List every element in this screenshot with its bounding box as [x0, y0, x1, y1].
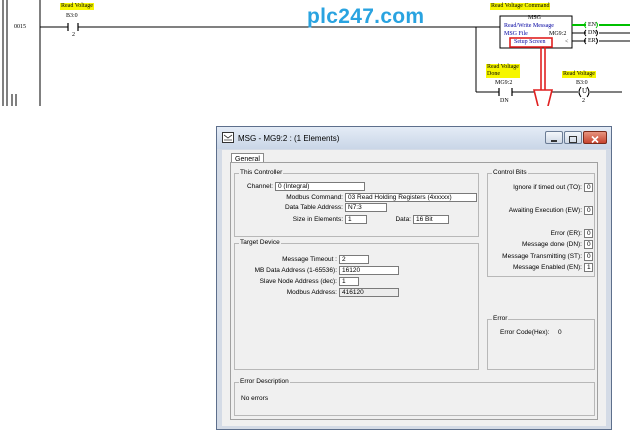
coil-address: B3:0: [576, 80, 588, 86]
message-done-field: 0: [584, 240, 593, 249]
ignore-timeout-field: 0: [584, 183, 593, 192]
error-description-group: Error Description No errors: [234, 378, 595, 416]
msg-app-icon: [222, 132, 234, 143]
dialog-title: MSG - MG9:2 : (1 Elements): [238, 134, 340, 143]
this-controller-group: This Controller Channel: 0 (Integral) Mo…: [234, 169, 479, 237]
modbus-address-label: Modbus Address:: [286, 289, 337, 296]
message-enabled-label: Message Enabled (EN):: [512, 264, 582, 271]
channel-field[interactable]: 0 (Integral): [275, 182, 365, 191]
error-code-value: 0: [558, 329, 562, 336]
output-dn: DN: [588, 30, 597, 36]
setup-screen-link[interactable]: Setup Screen: [514, 39, 546, 45]
output-er: ER: [588, 38, 596, 44]
size-label: Size in Elements:: [292, 216, 343, 223]
data-table-field[interactable]: N7:3: [345, 203, 387, 212]
error-title: Error: [492, 315, 509, 323]
contact-bit: 2: [72, 32, 75, 38]
message-transmitting-field: 0: [584, 252, 593, 261]
maximize-button[interactable]: [564, 131, 582, 144]
target-device-group: Target Device Message Timeout : 2 MB Dat…: [234, 239, 479, 370]
message-enabled-field: 1: [584, 263, 593, 272]
awaiting-execution-label: Awaiting Execution (EW):: [508, 207, 582, 214]
contact-label: Read Voltage: [60, 3, 94, 10]
setup-marker: <: [565, 39, 569, 45]
data-table-label: Data Table Address:: [284, 204, 343, 211]
done-contact-label: Read Voltage Done: [486, 64, 520, 78]
error-code-label: Error Code(Hex):: [500, 329, 550, 336]
msg-subtitle: Read/Write Message: [504, 23, 554, 29]
message-done-label: Message done (DN):: [522, 241, 582, 248]
coil-bit: 2: [582, 98, 585, 104]
ladder-rung-view: 0015 Read Voltage B3:0 2 plc247.com Read…: [0, 0, 634, 106]
error-description-title: Error Description: [239, 378, 290, 386]
slave-node-field[interactable]: 1: [339, 277, 359, 286]
msg-title: MSG: [528, 15, 542, 21]
error-description-text: No errors: [241, 395, 269, 402]
watermark: plc247.com: [307, 5, 425, 28]
modbus-command-field[interactable]: 03 Read Holding Registers (4xxxxx): [345, 193, 477, 202]
msg-file-label: MSG File: [504, 31, 528, 37]
dialog-body: General This Controller Channel: 0 (Inte…: [222, 150, 606, 426]
minimize-button[interactable]: [545, 131, 563, 144]
output-en: EN: [588, 22, 596, 28]
data-size-label: Data:: [395, 216, 411, 223]
maximize-icon: [569, 136, 577, 143]
close-icon: [591, 135, 599, 144]
modbus-address-field: 416120: [339, 288, 399, 297]
control-bits-title: Control Bits: [492, 169, 528, 177]
size-field[interactable]: 1: [345, 215, 367, 224]
ignore-timeout-label: Ignore if timed out (TO):: [513, 184, 582, 191]
awaiting-execution-field: 0: [584, 206, 593, 215]
message-timeout-field[interactable]: 2: [339, 255, 369, 264]
dialog-titlebar[interactable]: MSG - MG9:2 : (1 Elements): [217, 127, 611, 149]
error-bit-label: Error (ER):: [550, 230, 582, 237]
modbus-command-label: Modbus Command:: [286, 194, 343, 201]
msg-dialog-window: MSG - MG9:2 : (1 Elements) General This …: [216, 126, 612, 430]
message-transmitting-label: Message Transmitting (ST):: [502, 253, 582, 260]
this-controller-title: This Controller: [239, 169, 284, 177]
msg-label: Read Voltage Command: [490, 3, 551, 10]
contact-address: B3:0: [66, 13, 78, 19]
slave-node-label: Slave Node Address (dec):: [259, 278, 337, 285]
coil-symbol: U: [582, 87, 588, 95]
target-device-title: Target Device: [239, 239, 281, 247]
error-group: Error Error Code(Hex): 0: [487, 315, 595, 370]
message-timeout-label: Message Timeout :: [282, 256, 337, 263]
rung-number: 0015: [14, 24, 26, 30]
msg-file-value: MG9:2: [549, 31, 567, 37]
done-contact-address: MG9:2: [495, 80, 513, 86]
coil-label: Read Voltage: [562, 71, 596, 78]
error-bit-field: 0: [584, 229, 593, 238]
ladder-lines: [2, 0, 630, 106]
general-tab-panel: This Controller Channel: 0 (Integral) Mo…: [230, 162, 598, 420]
close-button[interactable]: [583, 131, 607, 144]
data-size-field[interactable]: 16 Bit: [413, 215, 449, 224]
mb-data-address-field[interactable]: 16120: [339, 266, 399, 275]
done-contact-bit: DN: [500, 98, 509, 104]
minimize-icon: [551, 140, 557, 142]
control-bits-group: Control Bits Ignore if timed out (TO): 0…: [487, 169, 595, 277]
channel-label: Channel:: [246, 183, 273, 190]
mb-data-address-label: MB Data Address (1-65536):: [254, 267, 337, 274]
